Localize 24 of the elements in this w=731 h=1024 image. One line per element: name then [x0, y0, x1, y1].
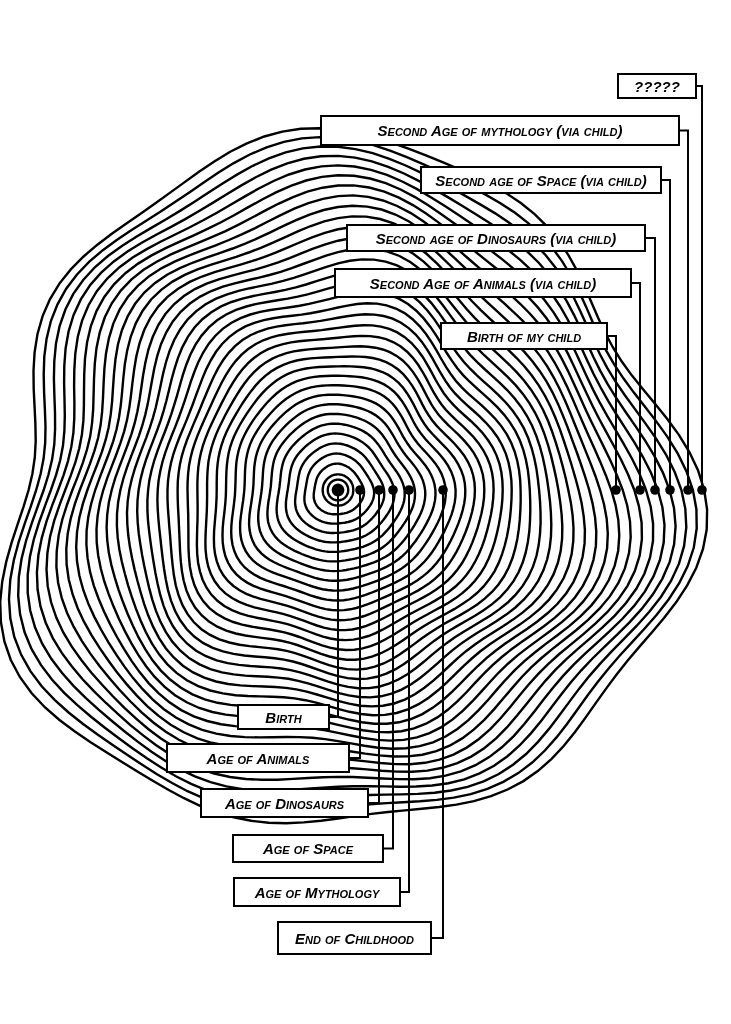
leader-line [696, 85, 707, 495]
leader-line [368, 485, 384, 804]
leader-line [431, 485, 448, 939]
leader-line [349, 485, 365, 759]
callout-label: Second Age of mythology (via child) [320, 115, 680, 146]
callout-label: Birth [237, 704, 330, 730]
leader-line [645, 237, 660, 495]
callout-label: Second Age of Animals (via child) [334, 268, 632, 298]
callout-label: End of Childhood [277, 921, 432, 955]
callout-label: Age of Animals [166, 743, 350, 773]
leader-line [661, 179, 675, 495]
callout-label: Second age of Space (via child) [420, 166, 662, 194]
leader-line [679, 129, 693, 495]
callout-label: Age of Dinosaurs [200, 788, 369, 818]
leader-line [383, 485, 398, 850]
leader-line [631, 282, 645, 495]
callout-label: Age of Mythology [233, 877, 401, 907]
callout-label: Age of Space [232, 834, 384, 863]
leader-line [607, 335, 621, 495]
leader-line [400, 485, 414, 893]
callout-label: Second age of Dinosaurs (via child) [346, 224, 646, 252]
leader-line [329, 485, 343, 718]
callout-label: ????? [617, 73, 697, 99]
callout-label: Birth of my child [440, 322, 608, 350]
